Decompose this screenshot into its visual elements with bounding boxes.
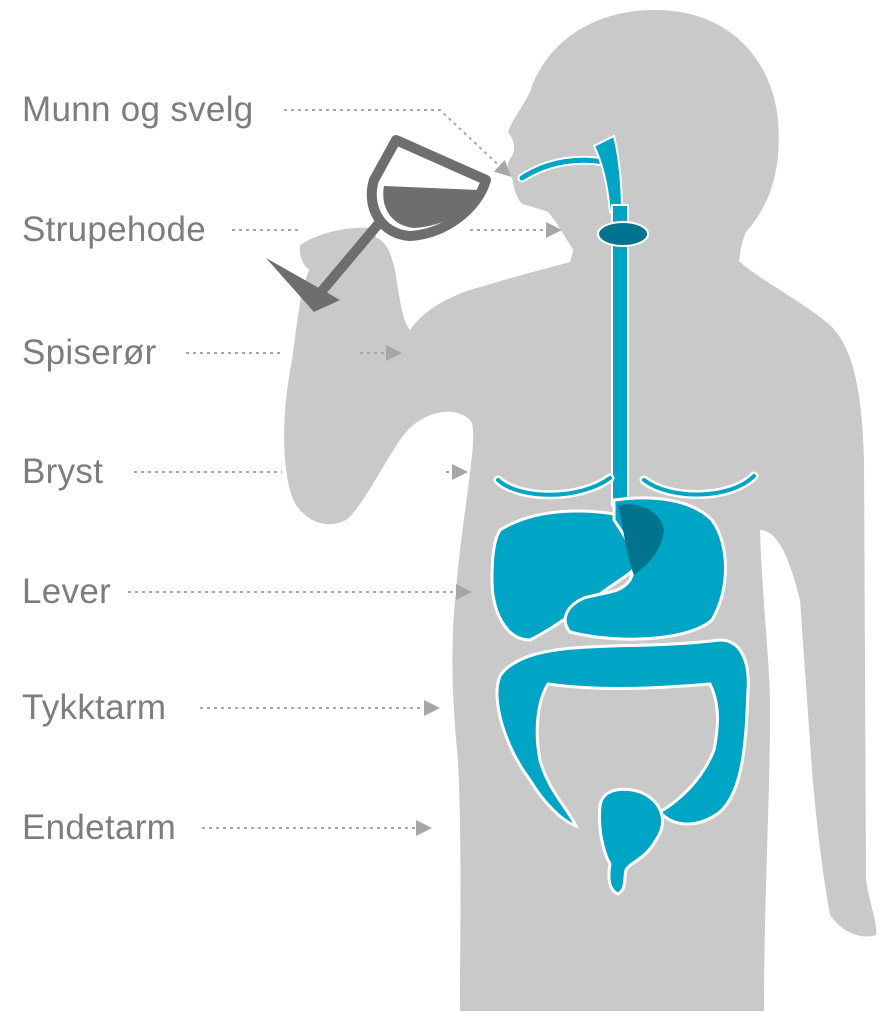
label-lever: Lever bbox=[22, 574, 111, 609]
label-munn-og-svelg: Munn og svelg bbox=[22, 92, 254, 127]
label-spiseror: Spiserør bbox=[22, 335, 157, 370]
label-bryst: Bryst bbox=[22, 454, 103, 489]
label-tykktarm: Tykktarm bbox=[22, 690, 166, 725]
label-strupehode: Strupehode bbox=[22, 212, 206, 247]
label-endetarm: Endetarm bbox=[22, 810, 176, 845]
